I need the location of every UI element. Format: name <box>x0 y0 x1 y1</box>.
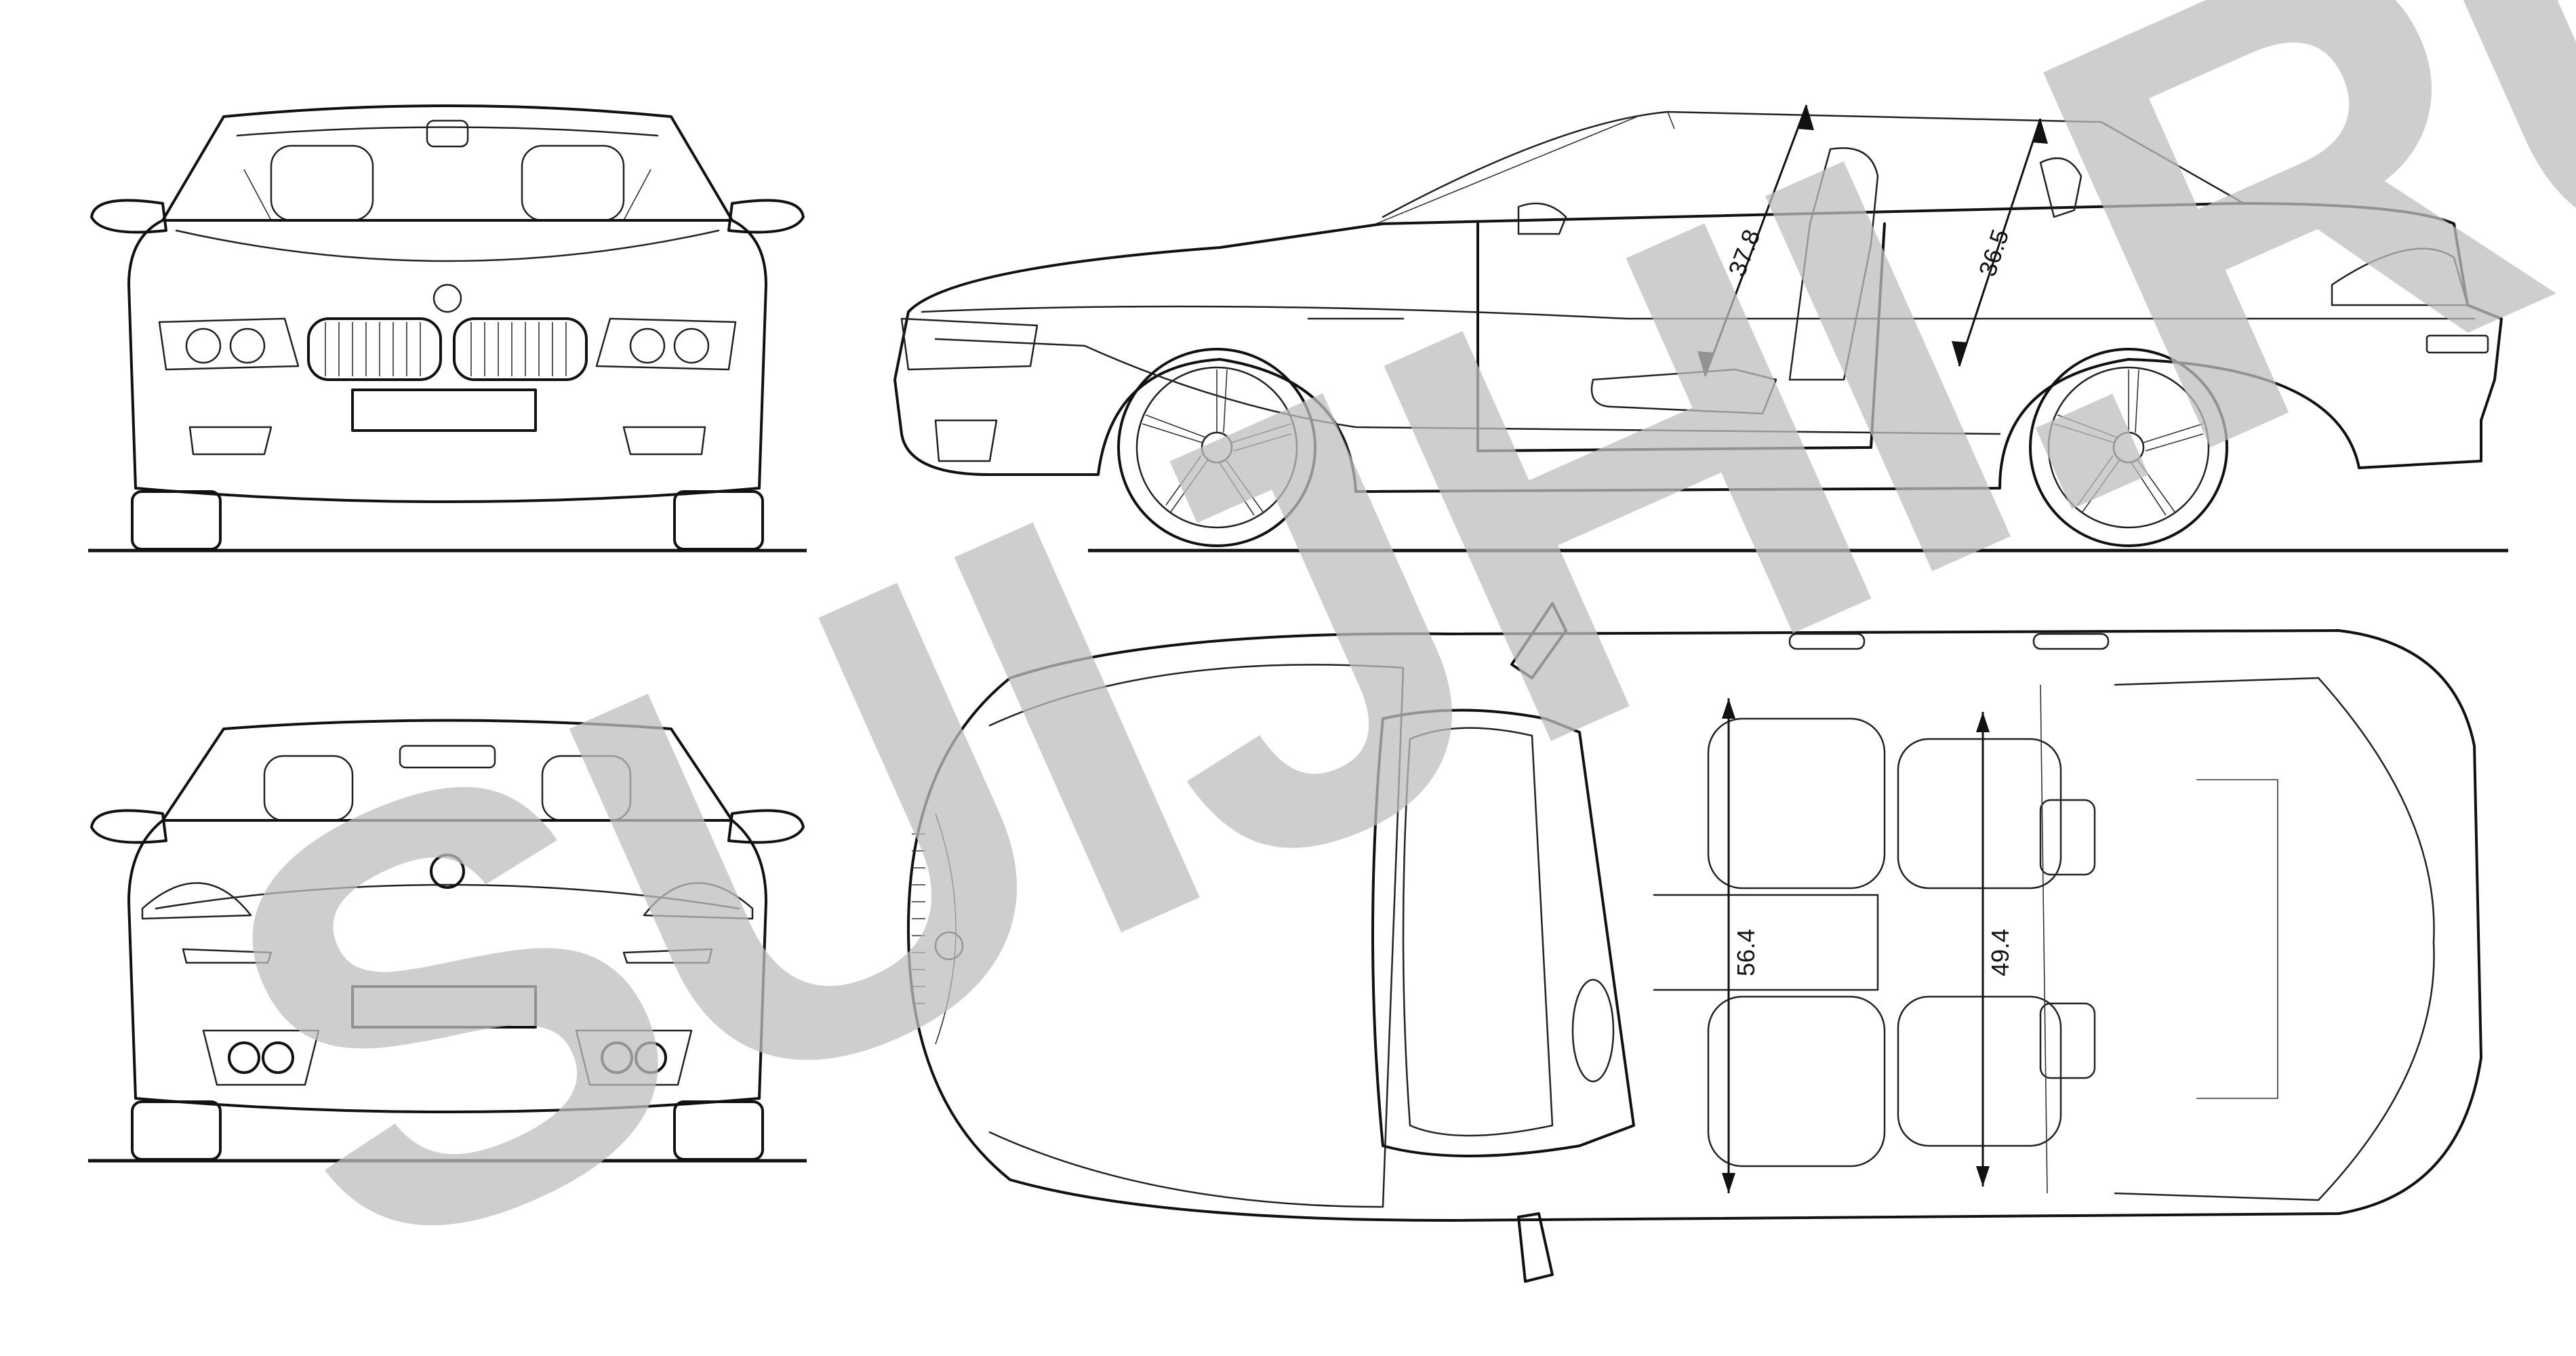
side-door <box>1476 222 1886 452</box>
front-tire-left <box>131 490 222 551</box>
dim-front-seat-line <box>1704 104 1808 377</box>
kidney-grille-left <box>307 317 442 381</box>
rear-mirror-left <box>90 809 167 844</box>
rear-logo-emblem <box>430 854 465 889</box>
front-mirror-left <box>90 199 167 234</box>
front-seat-left <box>270 144 374 222</box>
side-headlight <box>900 317 1039 371</box>
front-logo-emblem <box>432 283 462 313</box>
side-front-seat-cushion <box>1590 368 1777 415</box>
top-view: 56.4 49.4 <box>907 602 2482 1283</box>
dim-front-cabin-label: 56.4 <box>1732 929 1760 976</box>
rear-mirror-right <box>727 809 805 844</box>
top-mirror-right <box>1517 1212 1554 1283</box>
front-intake-left <box>188 426 273 456</box>
top-rear-seat-left <box>1897 738 2062 890</box>
headlight-left <box>158 317 300 371</box>
rear-tire-right <box>673 1100 764 1161</box>
front-seat-right <box>521 144 625 222</box>
side-rear-spokes <box>2053 369 2204 516</box>
dim-rear-cabin-label: 49.4 <box>1986 929 2014 976</box>
side-rear-headrest <box>2039 157 2082 218</box>
side-view: 37.8 36.5 <box>893 104 2508 553</box>
front-tire-right <box>673 490 764 551</box>
front-rear-mirror <box>426 119 469 148</box>
side-front-rim <box>1135 366 1298 529</box>
front-mirror-right <box>727 199 805 234</box>
kidney-grille-right <box>453 317 588 381</box>
top-front-seat-left <box>1707 717 1886 890</box>
side-front-spokes <box>1142 369 1292 516</box>
rear-license-plate <box>351 985 537 1029</box>
top-windshield <box>1371 709 1635 1157</box>
top-steering-wheel <box>1571 978 1615 1083</box>
front-body <box>127 219 767 503</box>
exhaust-left-1 <box>228 1041 260 1074</box>
taillight-right <box>643 882 754 920</box>
side-rear-rim <box>2047 366 2210 529</box>
rear-view <box>88 719 807 1163</box>
top-body <box>907 629 2482 1222</box>
side-front-seat-back <box>1788 147 1879 381</box>
side-mirror <box>1517 202 1567 235</box>
top-front-seat-right <box>1707 995 1886 1168</box>
side-roof-outline <box>1382 111 2245 218</box>
side-taillight <box>2331 247 2469 306</box>
exhaust-right-2 <box>635 1041 667 1074</box>
front-windshield <box>161 104 733 222</box>
exhaust-right-1 <box>601 1041 633 1074</box>
side-front-tire <box>1117 348 1316 547</box>
top-front-grille <box>912 833 925 1004</box>
rear-body <box>127 819 767 1113</box>
rear-tire-left <box>131 1100 222 1161</box>
dim-rear-seat-line <box>1958 118 2042 367</box>
front-license-plate <box>351 388 537 432</box>
top-hood <box>988 664 1405 1208</box>
top-rear-seat-right <box>1897 995 2062 1147</box>
top-logo-emblem <box>934 931 964 961</box>
exhaust-left-2 <box>262 1041 294 1074</box>
watermark-text: SUIJHI.RU <box>133 0 2576 1356</box>
side-rear-tire <box>2029 348 2228 547</box>
side-body <box>893 202 2503 493</box>
taillight-left <box>141 882 252 920</box>
rear-window <box>161 719 733 822</box>
headlight-right <box>595 317 737 371</box>
front-intake-right <box>622 426 706 456</box>
front-view <box>88 104 807 553</box>
top-trunk <box>2114 677 2435 1201</box>
top-mirror-left <box>1510 602 1567 679</box>
